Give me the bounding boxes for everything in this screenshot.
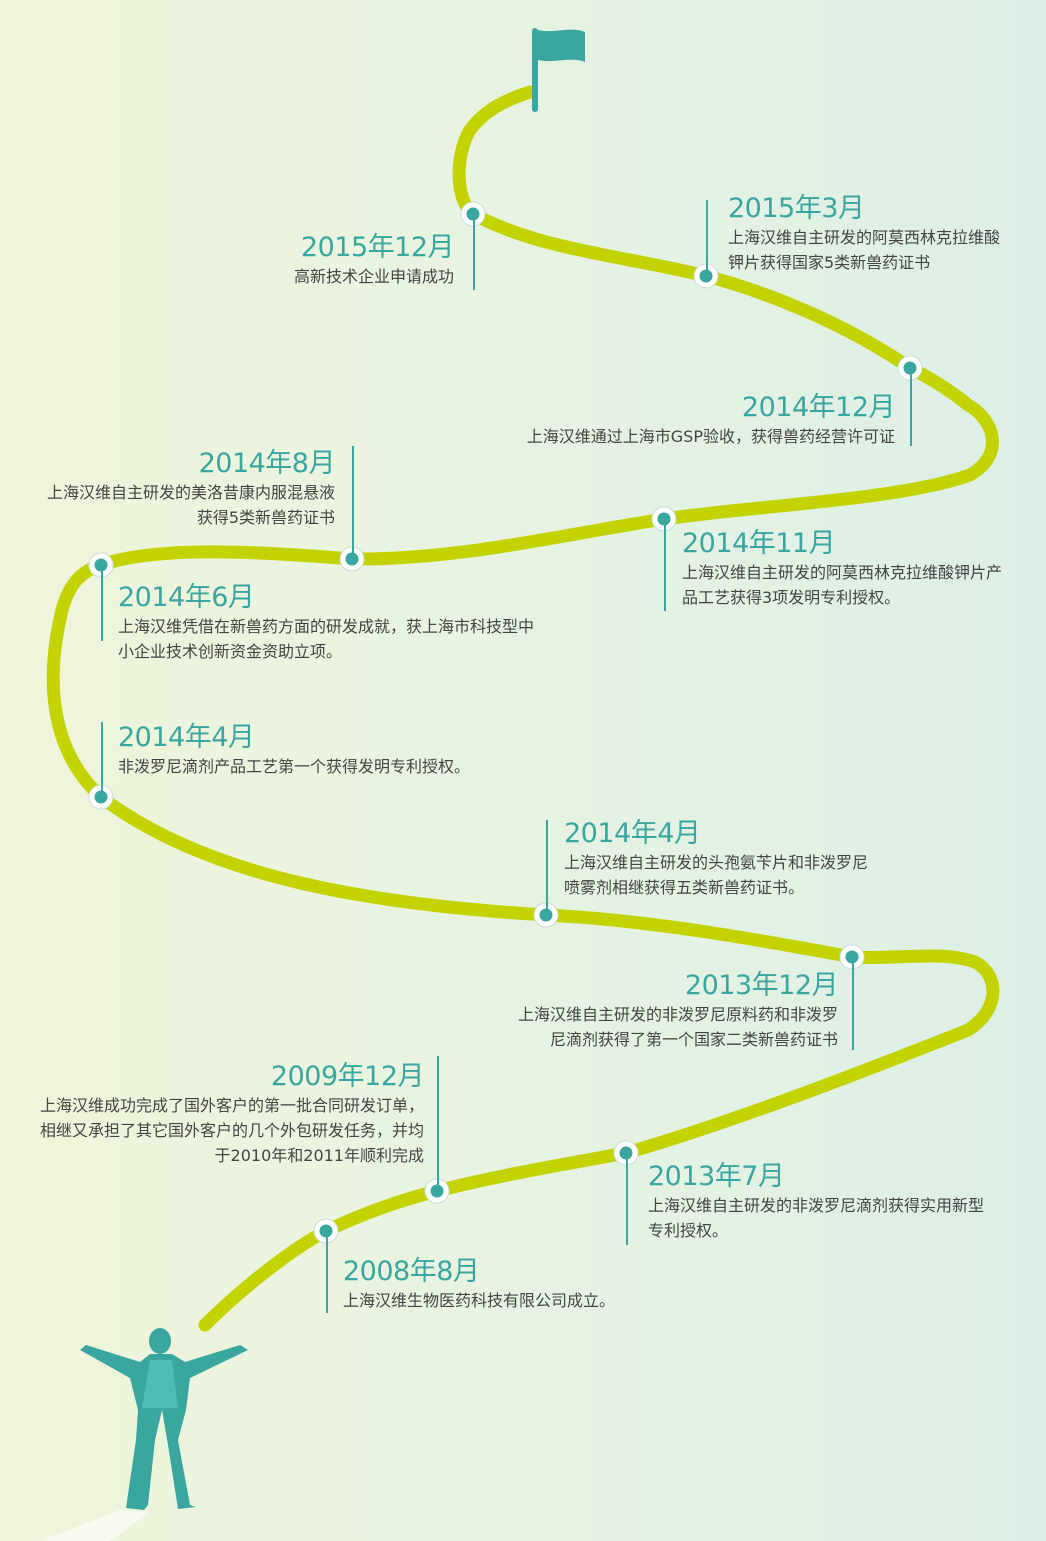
event-2013-12: 2013年12月 上海汉维自主研发的非泼罗尼原料药和非泼罗 尼滴剂获得了第一个国…: [517, 970, 839, 1052]
flag-icon: [532, 28, 585, 112]
event-desc: 上海汉维自主研发的阿莫西林克拉维酸钾片产: [682, 563, 1003, 582]
timeline-marker: [533, 902, 559, 928]
connector-line: [706, 200, 708, 276]
event-date: 2013年7月: [648, 1161, 785, 1192]
connector-line: [473, 214, 475, 290]
event-2014-11: 2014年11月 上海汉维自主研发的阿莫西林克拉维酸钾片产 品工艺获得3项发明专…: [682, 528, 1002, 610]
event-desc: 小企业技术创新资金资助立项。: [118, 642, 343, 661]
event-date: 2014年4月: [564, 818, 701, 849]
event-2009-12: 2009年12月 上海汉维成功完成了国外客户的第一批合同研发订单， 相继又承担了…: [39, 1061, 425, 1168]
event-desc: 高新技术企业申请成功: [293, 267, 454, 286]
event-date: 2008年8月: [343, 1256, 480, 1287]
event-2014-8: 2014年8月 上海汉维自主研发的美洛昔康内服混悬液 获得5类新兽药证书: [46, 448, 336, 530]
event-desc: 上海汉维自主研发的美洛昔康内服混悬液: [46, 483, 335, 502]
event-date: 2014年12月: [741, 392, 896, 423]
event-2014-12: 2014年12月 上海汉维通过上海市GSP验收，获得兽药经营许可证: [526, 392, 896, 449]
connector-line: [626, 1153, 628, 1245]
event-desc: 品工艺获得3项发明专利授权。: [682, 588, 901, 607]
connector-line: [101, 565, 103, 641]
event-desc: 上海汉维通过上海市GSP验收，获得兽药经营许可证: [526, 427, 895, 446]
event-2013-7: 2013年7月 上海汉维自主研发的非泼罗尼滴剂获得实用新型 专利授权。: [648, 1161, 984, 1243]
event-2015-12: 2015年12月 高新技术企业申请成功: [293, 232, 455, 289]
event-desc: 上海汉维自主研发的头孢氨苄片和非泼罗尼: [564, 853, 869, 872]
event-desc: 专利授权。: [648, 1221, 729, 1240]
timeline-marker: [693, 263, 719, 289]
event-2015-3: 2015年3月 上海汉维自主研发的阿莫西林克拉维酸 钾片获得国家5类新兽药证书: [728, 193, 1000, 275]
road-ribbon: [46, 85, 1000, 1332]
connector-line: [326, 1231, 328, 1313]
event-desc: 上海汉维自主研发的阿莫西林克拉维酸: [728, 228, 1001, 247]
connector-line: [664, 519, 666, 611]
connector-line: [546, 820, 548, 915]
event-desc: 钾片获得国家5类新兽药证书: [728, 253, 931, 272]
event-desc: 上海汉维成功完成了国外客户的第一批合同研发订单，: [39, 1096, 424, 1115]
event-desc: 上海汉维自主研发的非泼罗尼原料药和非泼罗: [517, 1005, 838, 1024]
event-date: 2009年12月: [270, 1061, 425, 1092]
event-desc: 获得5类新兽药证书: [196, 508, 335, 527]
event-desc: 上海汉维凭借在新兽药方面的研发成就，获上海市科技型中: [118, 617, 535, 636]
event-2014-6: 2014年6月 上海汉维凭借在新兽药方面的研发成就，获上海市科技型中 小企业技术…: [118, 582, 534, 664]
timeline-marker: [424, 1178, 450, 1204]
event-date: 2014年8月: [198, 448, 336, 479]
event-date: 2015年3月: [728, 193, 865, 224]
event-date: 2014年6月: [118, 582, 255, 613]
connector-line: [852, 957, 854, 1050]
event-date: 2013年12月: [684, 970, 839, 1001]
timeline-markers: [88, 201, 923, 1244]
connector-line: [101, 722, 103, 797]
event-desc: 尼滴剂获得了第一个国家二类新兽药证书: [549, 1030, 838, 1049]
event-date: 2014年4月: [118, 722, 255, 753]
event-desc: 上海汉维自主研发的非泼罗尼滴剂获得实用新型: [648, 1196, 985, 1215]
event-desc: 喷雾剂相继获得五类新兽药证书。: [564, 878, 805, 897]
figure-shadow: [40, 1510, 150, 1541]
event-2014-4-b: 2014年4月 上海汉维自主研发的头孢氨苄片和非泼罗尼 喷雾剂相继获得五类新兽药…: [564, 818, 868, 900]
event-2008-8: 2008年8月 上海汉维生物医药科技有限公司成立。: [343, 1256, 615, 1313]
connector-line: [437, 1056, 439, 1191]
event-2014-4-a: 2014年4月 非泼罗尼滴剂产品工艺第一个获得发明专利授权。: [118, 722, 470, 779]
event-desc: 非泼罗尼滴剂产品工艺第一个获得发明专利授权。: [118, 757, 471, 776]
event-desc: 相继又承担了其它国外客户的几个外包研发任务，并均: [39, 1121, 424, 1140]
connector-line: [352, 446, 354, 559]
timeline-marker: [88, 784, 114, 810]
event-date: 2015年12月: [300, 232, 455, 263]
connector-line: [910, 368, 912, 446]
event-date: 2014年11月: [682, 528, 836, 559]
person-arms-raised-icon: [80, 1328, 248, 1510]
event-desc: 于2010年和2011年顺利完成: [214, 1146, 424, 1165]
event-desc: 上海汉维生物医药科技有限公司成立。: [343, 1291, 616, 1310]
